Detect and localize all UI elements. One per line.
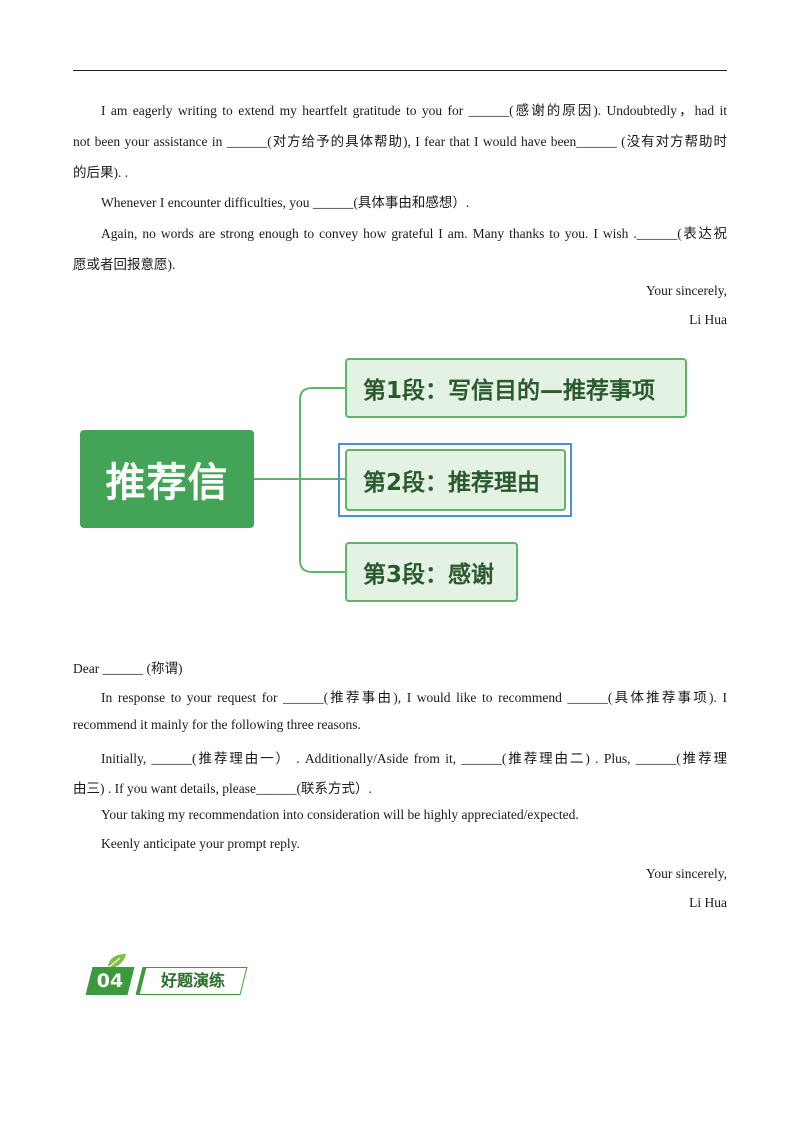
mindmap-node-2-label: 第2段：推荐理由 xyxy=(363,470,541,496)
section-title-badge: 好题演练 xyxy=(135,967,248,995)
header-rule xyxy=(73,70,727,71)
mindmap-node-1-label: 第1段：写信目的—推荐事项 xyxy=(363,378,656,404)
letter1-paragraph3-line1: Again, no words are strong enough to con… xyxy=(101,226,727,241)
mindmap-root[interactable]: 推荐信 xyxy=(80,430,254,528)
mindmap-connectors xyxy=(254,387,345,573)
letter1-paragraph1-line2: not been your assistance in ______(对方给予的… xyxy=(73,134,727,149)
letter2-paragraph3: Your taking my recommendation into consi… xyxy=(101,807,579,822)
letter2-paragraph4: Keenly anticipate your prompt reply. xyxy=(101,836,300,851)
letter1-paragraph1-line3: 的后果). . xyxy=(73,165,129,180)
section-title: 好题演练 xyxy=(160,971,225,990)
letter1-paragraph3-line2: 愿或者回报意愿). xyxy=(73,257,176,272)
letter2-signature: Li Hua xyxy=(689,895,727,910)
letter1-closing: Your sincerely, xyxy=(646,283,727,298)
mindmap-node-3-label: 第3段：感谢 xyxy=(363,562,495,588)
letter1-signature: Li Hua xyxy=(689,312,727,327)
letter2-paragraph2-line2: 由三) . If you want details, please______(… xyxy=(73,781,372,796)
mindmap-node-2[interactable]: 第2段：推荐理由 xyxy=(345,449,566,511)
mindmap-selection-outline xyxy=(338,443,572,517)
mindmap-node-3[interactable]: 第3段：感谢 xyxy=(345,542,518,602)
leaf-icon xyxy=(107,954,126,969)
mindmap-node-1[interactable]: 第1段：写信目的—推荐事项 xyxy=(345,358,687,418)
letter2-salutation: Dear ______ (称谓) xyxy=(73,661,183,676)
letter2-paragraph1-line2: recommend it mainly for the following th… xyxy=(73,717,361,732)
letter1-paragraph1-line1: I am eagerly writing to extend my heartf… xyxy=(101,103,727,118)
letter2-paragraph1-line1: In response to your request for ______(推… xyxy=(101,690,727,705)
letter2-paragraph2-line1: Initially, ______(推荐理由一） . Additionally/… xyxy=(101,751,727,766)
section-number-badge: 04 xyxy=(85,967,135,995)
letter1-paragraph2: Whenever I encounter difficulties, you _… xyxy=(101,195,470,210)
section-number: 04 xyxy=(96,970,124,992)
letter2-closing: Your sincerely, xyxy=(646,866,727,881)
mindmap-root-label: 推荐信 xyxy=(105,460,229,506)
